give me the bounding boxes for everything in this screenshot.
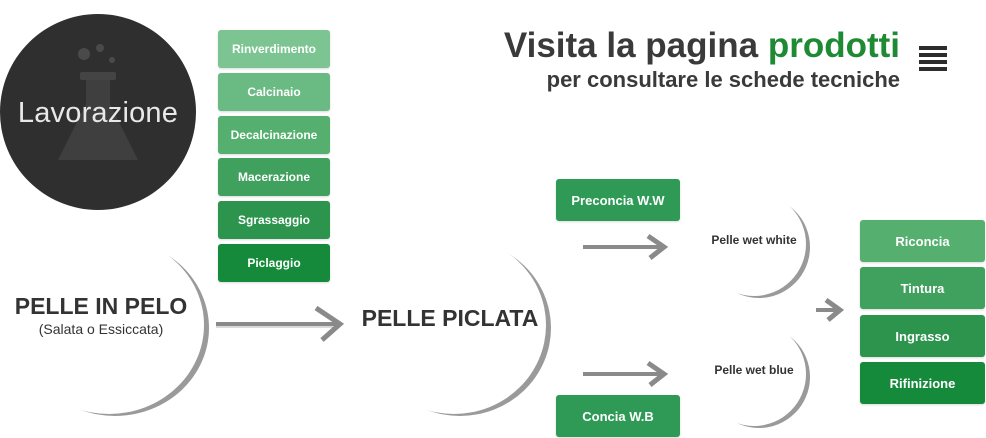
headline-subtitle: per consultare le schede tecniche (546, 67, 900, 92)
step-calcinaio[interactable]: Calcinaio (218, 73, 330, 111)
node-wet-blue (702, 322, 806, 426)
step-piclaggio[interactable]: Piclaggio (218, 244, 330, 282)
step-rifinizione[interactable]: Rifinizione (860, 362, 985, 404)
node-wet-white (702, 192, 806, 296)
step-sgrassaggio[interactable]: Sgrassaggio (218, 201, 330, 239)
step-macerazione[interactable]: Macerazione (218, 158, 330, 196)
step-decalcinazione[interactable]: Decalcinazione (218, 116, 330, 154)
arrow-right-icon (583, 360, 669, 387)
pelle-piclata-title: PELLE PICLATA (361, 305, 539, 331)
node-pelle-piclata (362, 236, 546, 414)
arrow-right-icon (583, 233, 669, 260)
step-tintura[interactable]: Tintura (860, 267, 985, 309)
step-riconcia[interactable]: Riconcia (860, 220, 985, 262)
pelle-in-pelo-title: PELLE IN PELO (14, 293, 188, 319)
step-rinverdimento[interactable]: Rinverdimento (218, 30, 330, 68)
concia-wb-button[interactable]: Concia W.B (556, 395, 680, 437)
node-pelle-in-pelo (14, 236, 204, 414)
wet-blue-title: Pelle wet blue (714, 363, 794, 377)
step-ingrasso[interactable]: Ingrasso (860, 315, 985, 357)
pelle-in-pelo-subtitle: (Salata o Essiccata) (38, 321, 164, 337)
headline: Visita la pagina prodotti per consultare… (504, 26, 900, 94)
arrow-right-icon (216, 305, 345, 342)
prodotti-link[interactable]: prodotti (767, 26, 900, 65)
logo-title: Lavorazione (17, 97, 179, 129)
lavorazione-logo: Lavorazione (0, 14, 196, 210)
headline-prefix: Visita la pagina (503, 26, 759, 65)
flask-icon (58, 44, 138, 160)
wet-white-title: Pelle wet white (711, 233, 797, 247)
arrow-right-icon (816, 297, 845, 322)
node-pelle-in-pelo-label: PELLE IN PELO (Salata o Essiccata) (6, 293, 196, 337)
menu-icon[interactable] (919, 46, 947, 78)
preconcia-ww-button[interactable]: Preconcia W.W (556, 179, 680, 221)
